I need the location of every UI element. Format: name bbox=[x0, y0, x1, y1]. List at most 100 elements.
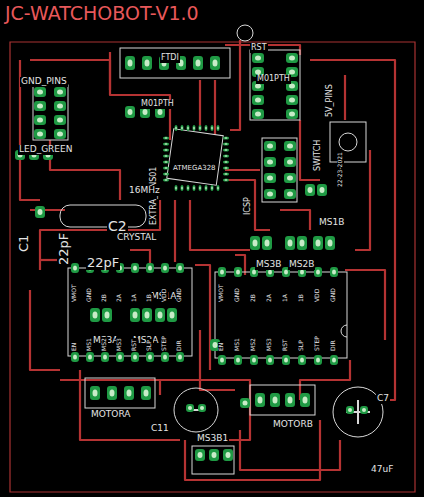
pad bbox=[211, 125, 214, 131]
pad bbox=[250, 236, 260, 250]
pad bbox=[270, 393, 280, 407]
pad-hole bbox=[267, 160, 273, 165]
pad-hole bbox=[316, 240, 321, 247]
pad-hole bbox=[267, 176, 273, 181]
pad bbox=[264, 173, 276, 183]
pad bbox=[116, 352, 124, 362]
pad-hole bbox=[220, 270, 224, 275]
pin-label: EN bbox=[71, 342, 78, 352]
pad bbox=[71, 352, 79, 362]
pad-hole bbox=[199, 127, 201, 130]
pad bbox=[282, 355, 290, 365]
pad bbox=[124, 386, 134, 400]
pad bbox=[223, 149, 229, 152]
pin-label: STEP bbox=[161, 335, 168, 352]
pin-label: VMOT bbox=[218, 283, 225, 303]
pad bbox=[130, 308, 140, 322]
pin-label: VDD bbox=[314, 288, 321, 303]
pad-hole bbox=[328, 240, 333, 247]
pad bbox=[205, 125, 208, 131]
pad bbox=[223, 179, 229, 182]
pad-hole bbox=[37, 104, 43, 109]
pad bbox=[176, 352, 184, 362]
pad-hole bbox=[211, 187, 213, 190]
pad-hole bbox=[178, 266, 182, 271]
pin-label: STEP bbox=[314, 335, 321, 352]
pad bbox=[264, 189, 276, 199]
pad-hole bbox=[268, 358, 272, 363]
pad-hole bbox=[93, 390, 98, 397]
pad bbox=[217, 125, 220, 131]
pad-hole bbox=[243, 401, 248, 406]
pad-hole bbox=[225, 149, 228, 151]
pad-hole bbox=[300, 270, 304, 275]
pad-hole bbox=[289, 84, 295, 89]
pin-label: RST bbox=[131, 338, 138, 352]
pin-label: SLP bbox=[146, 339, 153, 352]
pad-hole bbox=[193, 187, 195, 190]
pad bbox=[211, 185, 214, 191]
pad-hole bbox=[273, 397, 278, 404]
pad-hole bbox=[284, 358, 288, 363]
pin-label: GND bbox=[176, 287, 183, 303]
pad-hole bbox=[178, 355, 182, 360]
pad-hole bbox=[225, 155, 228, 157]
pad bbox=[163, 161, 169, 164]
pad-hole bbox=[268, 270, 272, 275]
pad bbox=[141, 386, 151, 400]
pad bbox=[71, 263, 79, 273]
pad bbox=[107, 386, 117, 400]
pad-hole bbox=[258, 397, 263, 404]
part-label: 22-23-2021 bbox=[337, 151, 344, 188]
pad bbox=[284, 157, 296, 167]
pad-hole bbox=[213, 342, 218, 348]
part-label: MS3B1 bbox=[196, 434, 229, 444]
pad-hole bbox=[37, 90, 43, 95]
pin-label: MS2 bbox=[250, 337, 257, 352]
part-label: CRYSTAL bbox=[116, 233, 157, 243]
pad bbox=[218, 267, 226, 277]
pad bbox=[360, 406, 368, 414]
part-label: SWITCH bbox=[314, 139, 323, 172]
pad-hole bbox=[236, 358, 240, 363]
pin-label: 2A bbox=[266, 293, 273, 303]
pad bbox=[193, 185, 196, 191]
part-label: 47uF bbox=[370, 465, 394, 475]
pad-hole bbox=[73, 266, 77, 271]
pad bbox=[142, 56, 152, 70]
pad bbox=[223, 161, 229, 164]
pin-label: MS2 bbox=[101, 337, 108, 352]
pin-label: MS1 bbox=[86, 337, 93, 352]
pin-label: MS3 bbox=[266, 337, 273, 352]
pad-hole bbox=[288, 397, 293, 404]
pad-hole bbox=[217, 187, 219, 190]
pad bbox=[252, 109, 264, 119]
pad bbox=[252, 53, 264, 63]
pin-label: 2B bbox=[101, 293, 108, 303]
part-label: ICSP bbox=[244, 196, 253, 216]
pad-hole bbox=[165, 137, 168, 139]
pad-hole bbox=[165, 179, 168, 181]
pin-label: GND bbox=[86, 287, 93, 303]
pad bbox=[34, 129, 46, 139]
pad-hole bbox=[332, 358, 336, 363]
pad-hole bbox=[37, 118, 43, 123]
pad bbox=[223, 155, 229, 158]
pad-hole bbox=[287, 176, 293, 181]
pad-hole bbox=[148, 355, 152, 360]
pad bbox=[234, 355, 242, 365]
pad-hole bbox=[253, 240, 258, 247]
pad-hole bbox=[255, 98, 261, 103]
pad-hole bbox=[57, 90, 63, 95]
pad bbox=[286, 109, 298, 119]
pad-hole bbox=[289, 56, 295, 61]
pin-label: GND bbox=[330, 287, 337, 303]
pad-hole bbox=[127, 390, 132, 397]
pin-label: GND bbox=[234, 287, 241, 303]
pad bbox=[205, 185, 208, 191]
part-label: M01PTH bbox=[140, 100, 175, 109]
part-label: C11 bbox=[150, 424, 170, 434]
part-label: FTDI bbox=[160, 54, 180, 63]
pad-hole bbox=[225, 179, 228, 181]
pad-hole bbox=[284, 270, 288, 275]
